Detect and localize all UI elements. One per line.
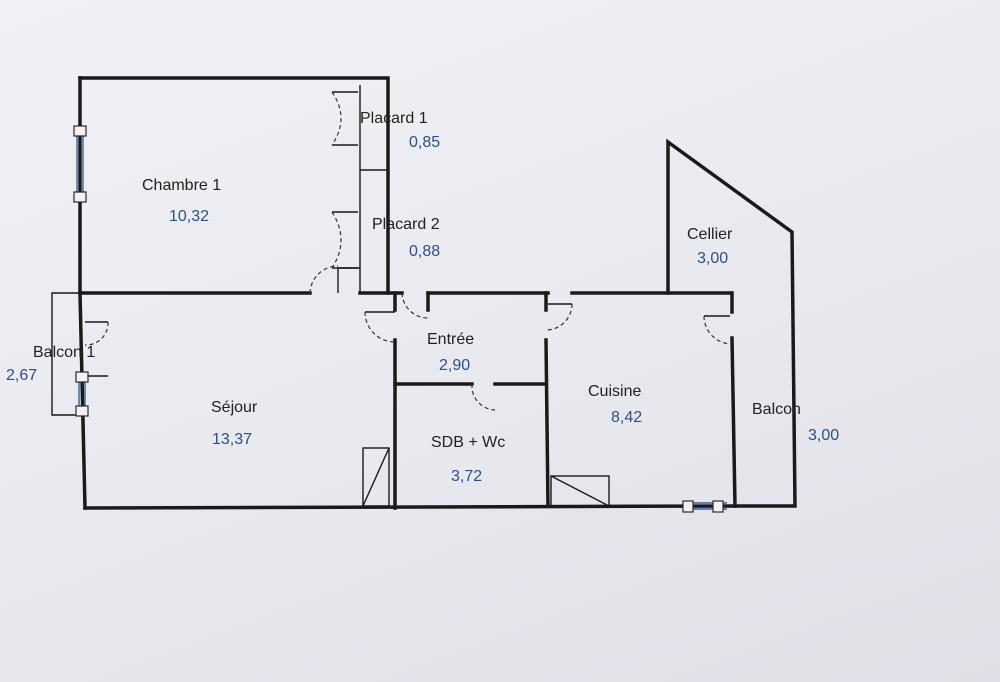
chambre-window-frame-top (73, 125, 87, 137)
cuisine-area: 8,42 (611, 409, 643, 426)
cuisine-window-frame-right (712, 500, 724, 513)
chambre-window (76, 130, 84, 198)
wall-cuisine-left (544, 291, 550, 508)
sejour-window-frame-top (75, 371, 89, 383)
chambre1-label: Chambre 1 (142, 177, 222, 194)
placard2-door-swing (331, 211, 342, 269)
placard2-area: 0,88 (409, 243, 441, 260)
sejour-label: Séjour (211, 399, 258, 416)
bottom-wall (83, 504, 737, 510)
placard1-label: Placard 1 (360, 110, 428, 127)
chambre-door-swing (309, 265, 339, 294)
balcon-area: 3,00 (808, 427, 840, 444)
placard-niche (337, 267, 360, 293)
placard1-door-swing (331, 91, 342, 146)
interior-walls (78, 85, 737, 510)
cellier-wall (666, 138, 797, 508)
sdb-door-swing (471, 383, 496, 411)
sejour-duct-diagonal (362, 447, 390, 507)
placard-column (359, 85, 388, 293)
wall-cuisine-right (730, 291, 737, 508)
sejour-door-swing (364, 311, 396, 343)
sejour-window-frame-bottom (75, 405, 89, 417)
sejour-left-wall (78, 291, 87, 510)
sdb-label: SDB + Wc (431, 434, 506, 451)
closet-doors (331, 91, 358, 269)
balcon1-label: Balcon 1 (33, 344, 96, 361)
exterior-walls (78, 76, 797, 510)
chambre1-area: 10,32 (169, 208, 210, 225)
balcon-label: Balcon (752, 401, 801, 418)
chambre-window-frame-bottom (73, 191, 87, 203)
cuisine-duct-diagonal (550, 475, 610, 507)
balcon-left-outline (51, 292, 85, 416)
sejour-duct (362, 447, 390, 507)
entree-label: Entrée (427, 331, 475, 348)
cuisine-door-swing (545, 303, 573, 331)
balcon-door-swing (703, 315, 733, 345)
placard1-area: 0,85 (409, 134, 441, 151)
cellier-area: 3,00 (697, 250, 729, 267)
doors (84, 265, 733, 411)
cuisine-duct (550, 475, 610, 507)
placard2-door-leaves (332, 211, 358, 269)
sejour-area: 13,37 (212, 431, 253, 448)
chambre-wall (78, 76, 390, 295)
cuisine-window-frame-left (682, 500, 694, 513)
ducts (362, 447, 610, 507)
placard1-door-leaves (332, 91, 358, 146)
cellier-label: Cellier (687, 226, 733, 243)
placard2-label: Placard 2 (372, 216, 440, 233)
cuisine-label: Cuisine (588, 383, 642, 400)
balcon1-door-swing (84, 321, 109, 346)
balcon1-area: 2,67 (6, 367, 38, 384)
entree-area: 2,90 (439, 357, 471, 374)
entree-door-swing (401, 292, 429, 319)
sdb-area: 3,72 (451, 468, 483, 485)
windows (73, 125, 727, 513)
